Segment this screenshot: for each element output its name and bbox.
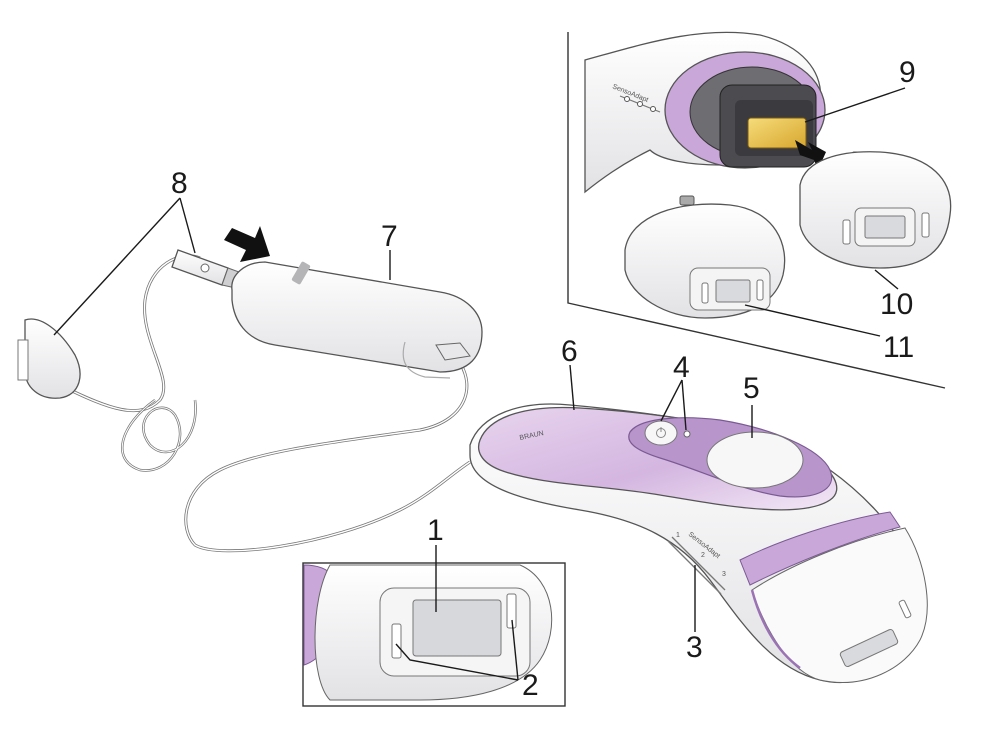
sensor-indicator-2: 2 xyxy=(701,552,705,559)
power-adapter xyxy=(231,261,483,379)
sensor-indicator-1: 1 xyxy=(676,532,680,539)
mains-plug xyxy=(17,318,81,399)
callout-4: 4 xyxy=(673,351,690,384)
ipl-device: BRAUN 1 2 3 SensoAdapt xyxy=(469,403,928,684)
callout-7: 7 xyxy=(381,220,398,253)
callout-5: 5 xyxy=(743,372,760,405)
plug-in-arrow xyxy=(224,226,270,262)
sensor-indicator-3: 3 xyxy=(722,571,726,578)
adapter-logo xyxy=(291,261,311,285)
lamp-window xyxy=(747,117,807,149)
flash-button xyxy=(706,431,804,489)
window-inset xyxy=(302,562,566,707)
leader-lines xyxy=(53,87,906,681)
device-lilac-band xyxy=(739,511,901,586)
callout-1: 1 xyxy=(427,514,444,547)
callout-11: 11 xyxy=(883,331,914,364)
callout-3: 3 xyxy=(686,631,703,664)
callout-8: 8 xyxy=(171,167,188,200)
attachment-body-large xyxy=(799,151,952,269)
attachment-inset: SensoAdapt xyxy=(567,31,952,389)
inset-frame xyxy=(567,32,946,389)
ready-light xyxy=(683,430,691,438)
power-button xyxy=(644,420,678,446)
attachment-body-small xyxy=(624,195,786,319)
window-inset-frame xyxy=(302,562,566,707)
callout-10: 10 xyxy=(880,288,913,321)
power-cables xyxy=(59,254,471,553)
device-brand-print: BRAUN xyxy=(519,430,544,442)
callout-numbers: 1 2 3 4 5 6 7 8 9 10 11 xyxy=(171,56,916,702)
callout-9: 9 xyxy=(899,56,916,89)
callout-2: 2 xyxy=(522,669,539,702)
treatment-window xyxy=(412,599,502,657)
callout-6: 6 xyxy=(561,335,578,368)
skin-contact-sensor-right xyxy=(506,593,517,629)
skin-contact-sensor-left xyxy=(391,623,402,659)
lamp-cartridge xyxy=(719,84,817,168)
